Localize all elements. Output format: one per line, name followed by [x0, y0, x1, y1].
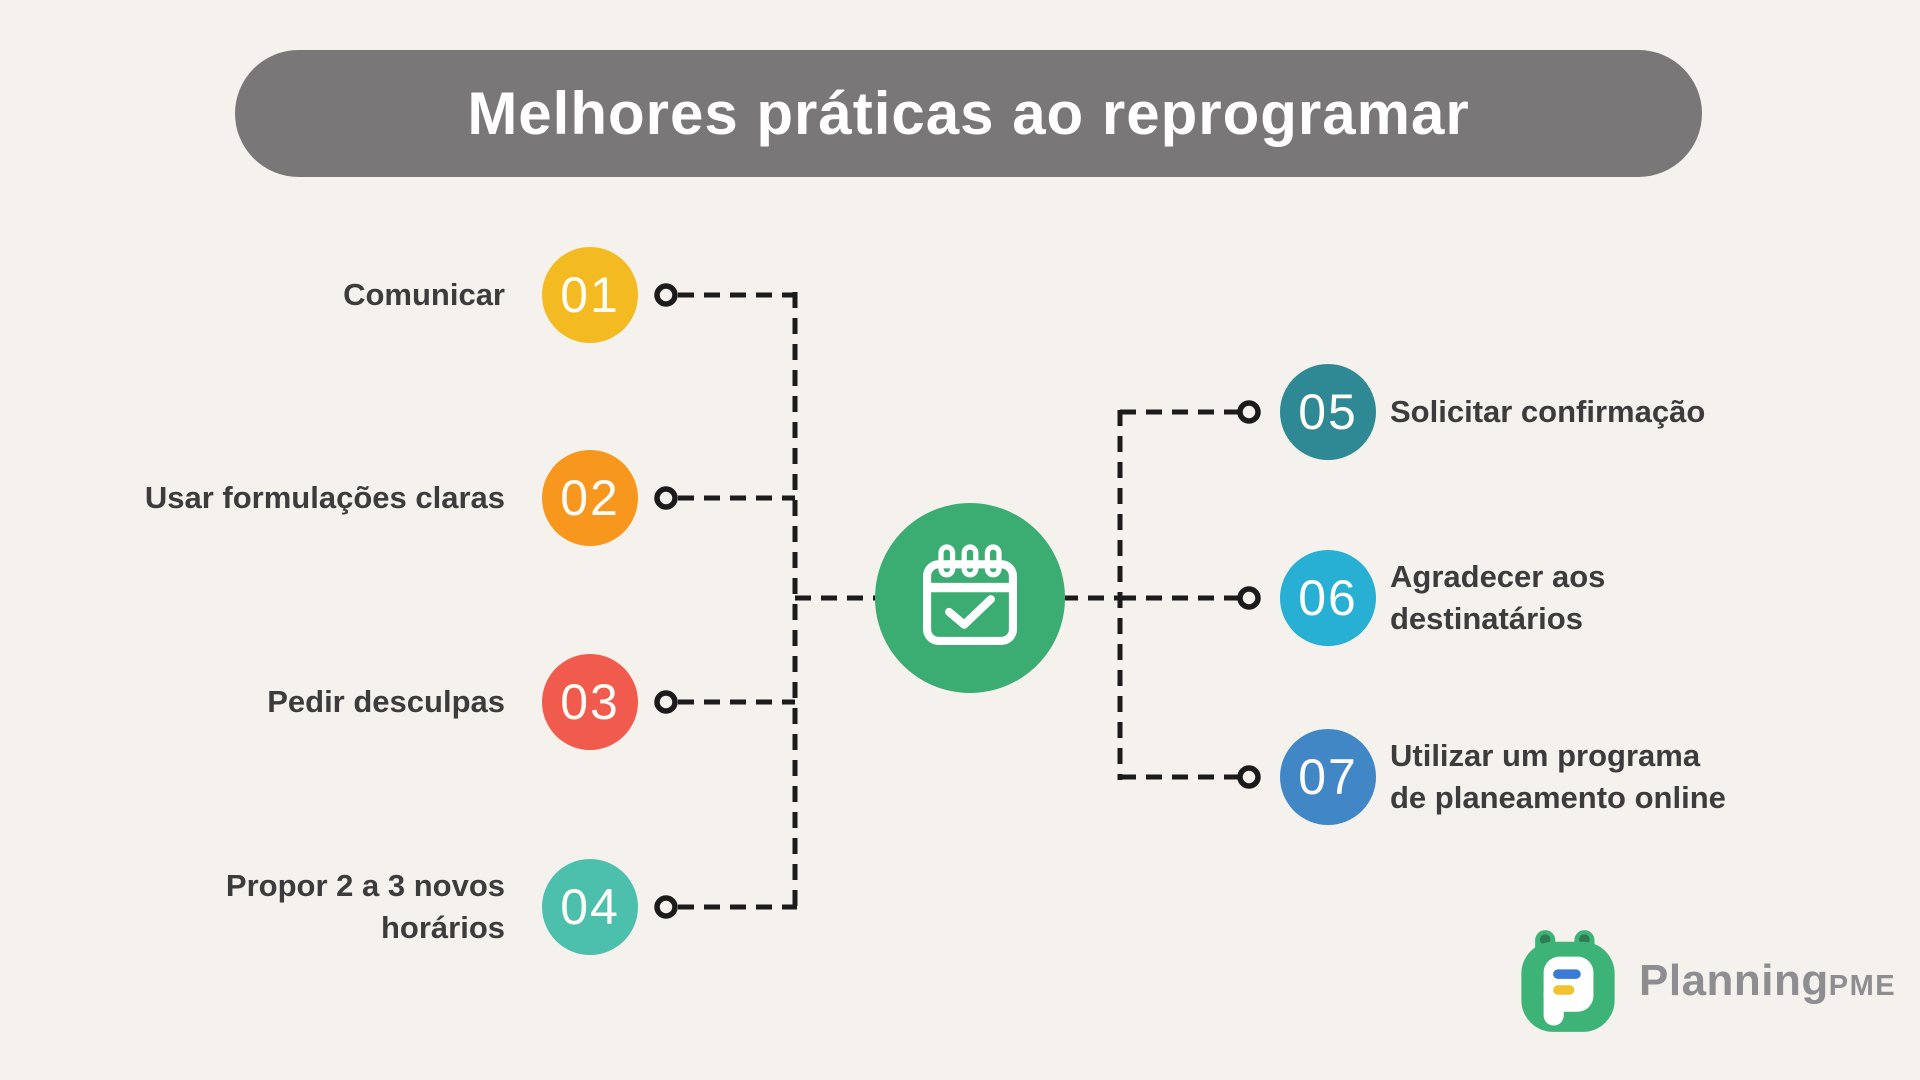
- logo-suffix: PME: [1828, 970, 1897, 1002]
- step-label-01: Comunicar: [343, 277, 505, 312]
- center-calendar-circle: [875, 503, 1065, 693]
- step-item-05: 05 Solicitar confirmação: [1280, 352, 1705, 472]
- step-number-07: 07: [1298, 749, 1358, 805]
- node-ring-03: [654, 690, 678, 714]
- node-ring-07: [1237, 765, 1261, 789]
- step-item-06: 06 Agradecer aos destinatários: [1280, 538, 1605, 658]
- step-item-03: Pedir desculpas 03: [0, 642, 638, 762]
- step-number-06: 06: [1298, 570, 1358, 626]
- step-label-07: Utilizar um programa de planeamento onli…: [1390, 738, 1726, 815]
- step-label-06: Agradecer aos destinatários: [1390, 559, 1606, 636]
- step-item-04: Propor 2 a 3 novos horários 04: [0, 847, 638, 967]
- step-number-03: 03: [560, 674, 620, 730]
- page-title: Melhores práticas ao reprogramar: [467, 80, 1470, 147]
- planningpme-calendar-icon: [1521, 930, 1615, 1032]
- node-ring-01: [654, 283, 678, 307]
- step-number-04: 04: [560, 879, 620, 935]
- calendar-check-icon: [923, 544, 1017, 645]
- node-ring-04: [654, 895, 678, 919]
- step-label-04: Propor 2 a 3 novos horários: [225, 868, 505, 945]
- title-banner: Melhores práticas ao reprogramar: [235, 50, 1702, 177]
- step-label-02: Usar formulações claras: [144, 480, 505, 515]
- step-number-02: 02: [560, 470, 620, 526]
- step-label-05: Solicitar confirmação: [1390, 394, 1706, 429]
- step-number-01: 01: [560, 267, 620, 323]
- step-bubble-05: 05: [1280, 364, 1376, 460]
- step-bubble-07: 07: [1280, 729, 1376, 825]
- step-bubble-04: 04: [542, 859, 638, 955]
- step-item-07: 07 Utilizar um programa de planeamento o…: [1280, 717, 1726, 837]
- step-item-02: Usar formulações claras 02: [0, 438, 638, 558]
- step-bubble-01: 01: [542, 247, 638, 343]
- step-bubble-02: 02: [542, 450, 638, 546]
- node-ring-02: [654, 486, 678, 510]
- step-bubble-06: 06: [1280, 550, 1376, 646]
- step-label-03: Pedir desculpas: [267, 684, 505, 719]
- step-item-01: Comunicar 01: [0, 235, 638, 355]
- step-number-05: 05: [1298, 384, 1358, 440]
- node-ring-05: [1237, 400, 1261, 424]
- node-ring-06: [1237, 586, 1261, 610]
- step-bubble-03: 03: [542, 654, 638, 750]
- logo-brand: Planning: [1639, 956, 1829, 1005]
